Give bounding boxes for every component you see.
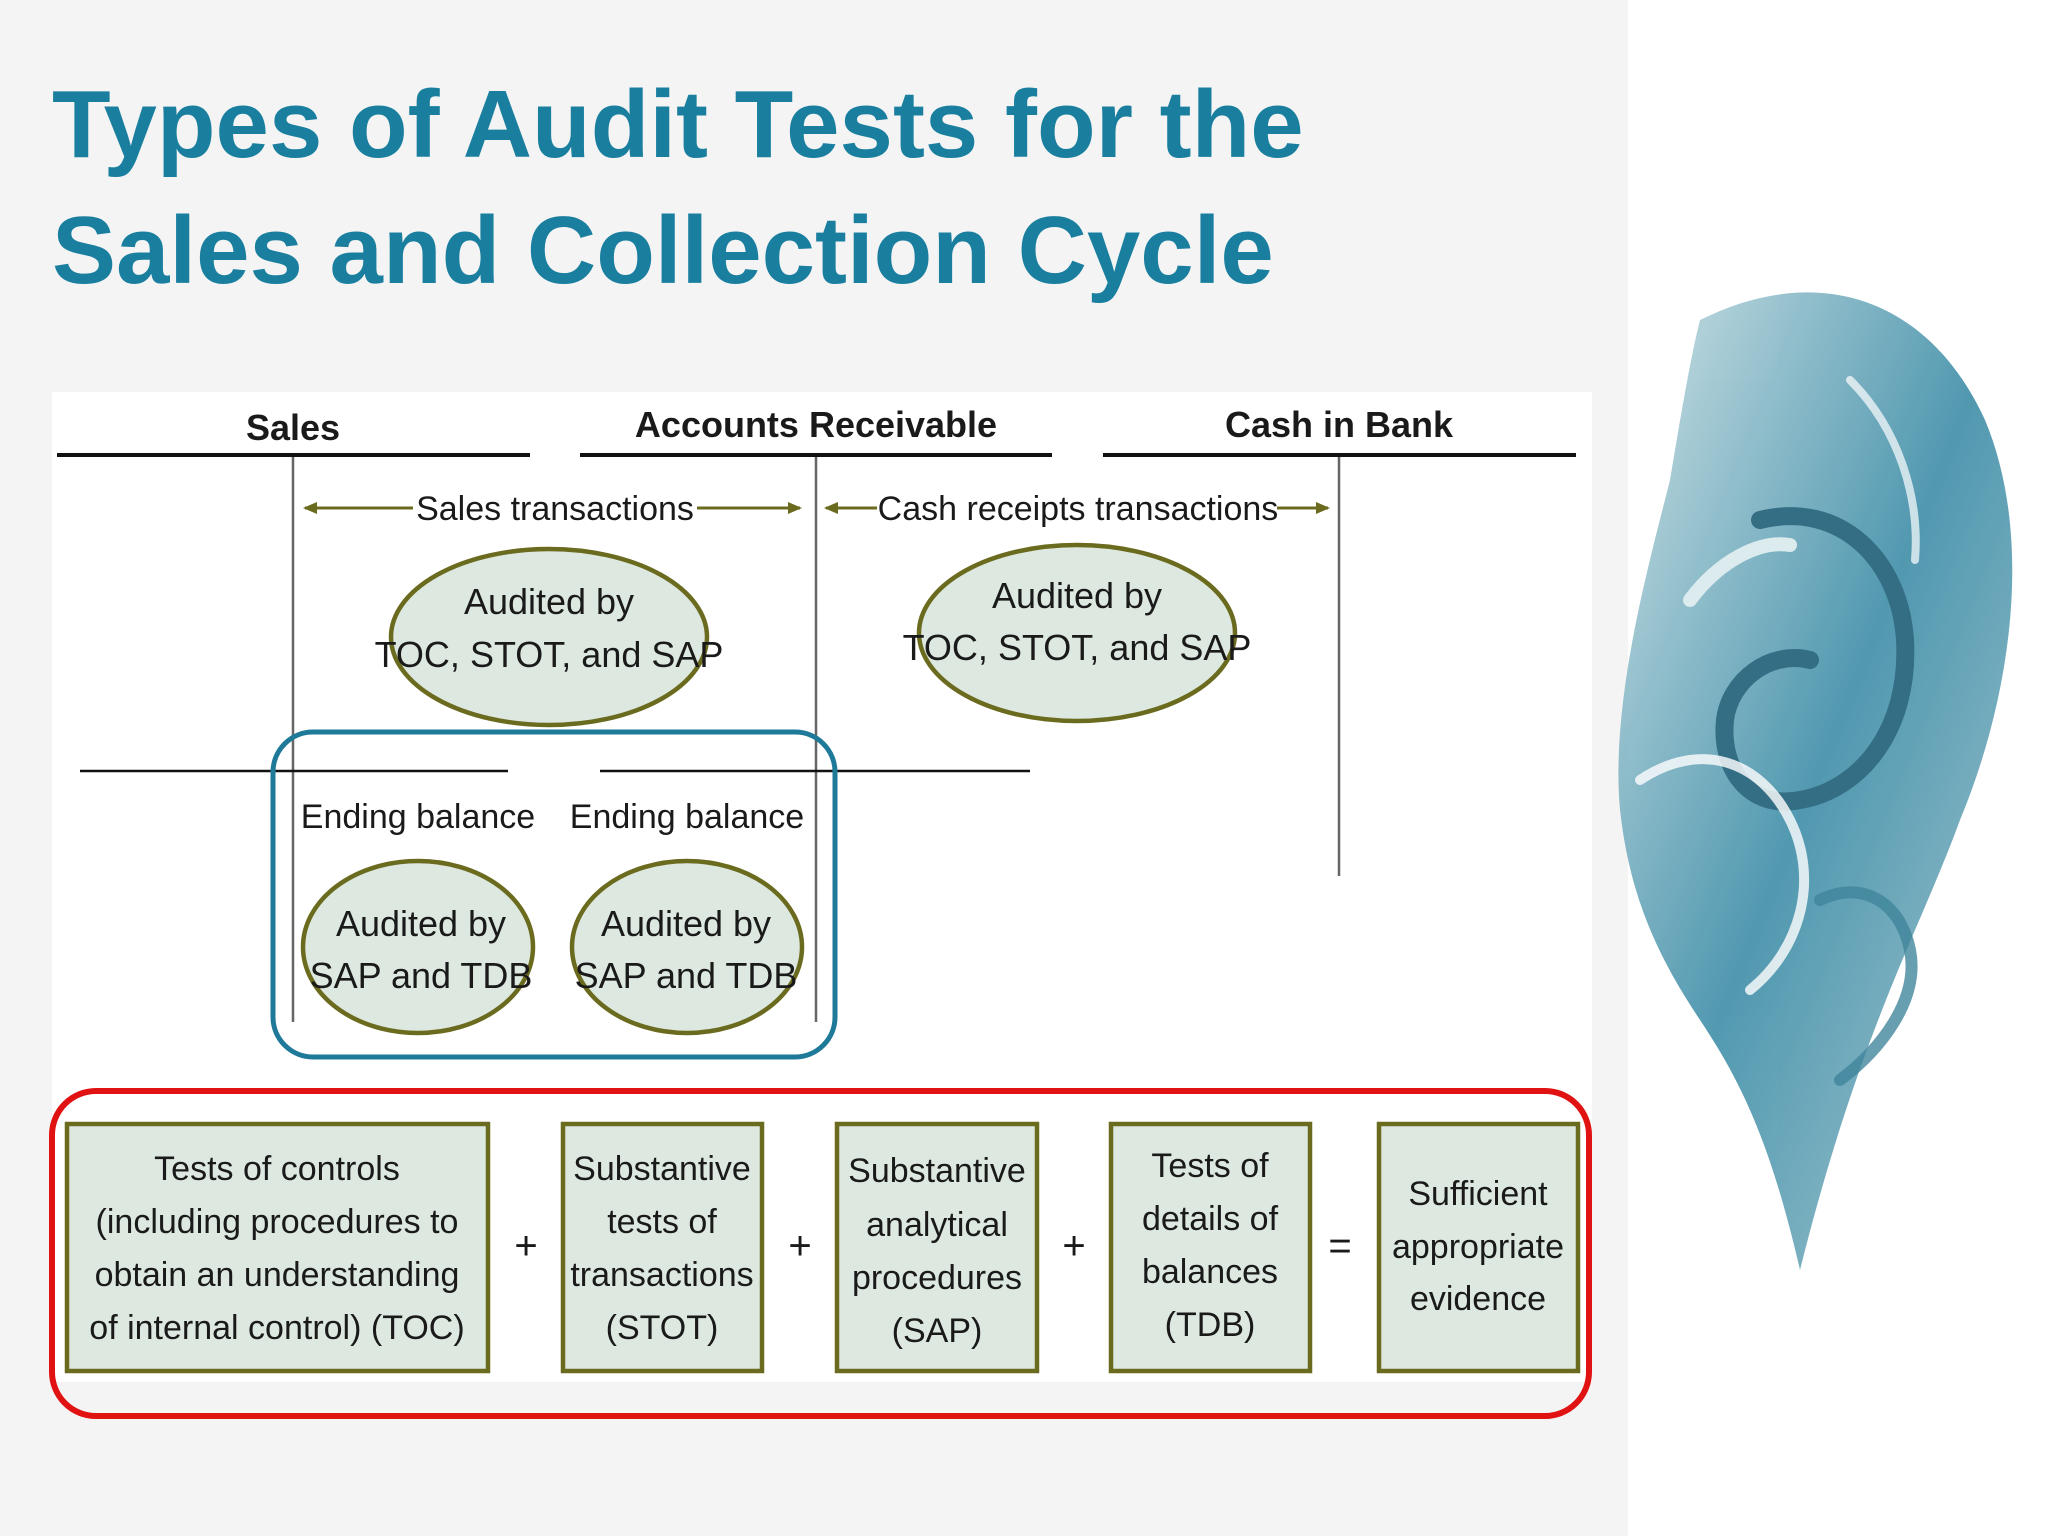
ending-balance-label-2: Ending balance: [570, 798, 804, 836]
svg-text:Substantive: Substantive: [848, 1152, 1026, 1190]
cash-receipts-label: Cash receipts transactions: [878, 490, 1279, 528]
svg-text:tests of: tests of: [607, 1203, 717, 1241]
sales-transactions-arrow: Sales transactions: [303, 490, 802, 528]
svg-text:(including procedures to: (including procedures to: [96, 1203, 459, 1241]
svg-text:analytical: analytical: [866, 1206, 1008, 1244]
equals-operator: =: [1328, 1224, 1351, 1268]
cash-receipts-arrow: Cash receipts transactions: [824, 490, 1330, 528]
svg-text:Audited by: Audited by: [992, 575, 1162, 616]
equation-highlight: [49, 1088, 1592, 1419]
svg-text:obtain an understanding: obtain an understanding: [95, 1256, 460, 1294]
svg-text:TOC, STOT, and SAP: TOC, STOT, and SAP: [903, 627, 1252, 668]
svg-text:Audited by: Audited by: [464, 581, 634, 622]
slide-title-line-2: Sales and Collection Cycle: [52, 197, 1274, 304]
svg-text:Sufficient: Sufficient: [1408, 1175, 1548, 1213]
sap-box: Substantive analytical procedures (SAP): [834, 1121, 1040, 1374]
ending-balance-label-1: Ending balance: [301, 798, 535, 836]
evidence-box: Sufficient appropriate evidence: [1376, 1121, 1581, 1374]
svg-text:SAP and TDB: SAP and TDB: [310, 955, 533, 996]
abstract-swirl-image: [1618, 292, 2013, 1270]
svg-text:of internal control) (TOC): of internal control) (TOC): [89, 1309, 464, 1347]
slide-title: Types of Audit Tests for the Sales and C…: [52, 62, 1304, 314]
account-headers: Sales Accounts Receivable Cash in Bank: [57, 404, 1576, 457]
svg-text:procedures: procedures: [852, 1259, 1022, 1297]
svg-text:evidence: evidence: [1410, 1280, 1546, 1318]
svg-text:Audited by: Audited by: [336, 903, 506, 944]
svg-text:details of: details of: [1142, 1200, 1279, 1238]
cash-receipts-oval: Audited by TOC, STOT, and SAP: [903, 542, 1252, 724]
cash-in-bank-title: Cash in Bank: [1225, 404, 1454, 445]
svg-text:(STOT): (STOT): [606, 1309, 719, 1347]
svg-text:(SAP): (SAP): [892, 1312, 983, 1350]
ending-balance-oval-1: Audited by SAP and TDB: [300, 858, 536, 1036]
stot-box: Substantive tests of transactions (STOT): [560, 1121, 765, 1374]
sales-transactions-oval: Audited by TOC, STOT, and SAP: [375, 546, 724, 728]
slide-title-line-1: Types of Audit Tests for the: [52, 71, 1304, 178]
svg-text:appropriate: appropriate: [1392, 1228, 1564, 1266]
svg-text:(TDB): (TDB): [1165, 1306, 1256, 1344]
svg-text:balances: balances: [1142, 1253, 1278, 1291]
svg-text:Tests of: Tests of: [1151, 1147, 1269, 1185]
svg-text:TOC, STOT, and SAP: TOC, STOT, and SAP: [375, 634, 724, 675]
ending-balance-highlight: [270, 729, 838, 1060]
svg-text:SAP and TDB: SAP and TDB: [575, 955, 798, 996]
svg-text:Substantive: Substantive: [573, 1150, 751, 1188]
plus-operator-1: +: [514, 1224, 537, 1268]
equation-row: Tests of controls (including procedures …: [64, 1121, 1581, 1374]
plus-operator-2: +: [788, 1224, 811, 1268]
tdb-box: Tests of details of balances (TDB): [1108, 1121, 1313, 1374]
sales-account-title: Sales: [246, 407, 340, 448]
accounts-receivable-title: Accounts Receivable: [635, 404, 997, 445]
svg-text:Audited by: Audited by: [601, 903, 771, 944]
ending-balance-oval-2: Audited by SAP and TDB: [569, 858, 805, 1036]
toc-box: Tests of controls (including procedures …: [64, 1121, 491, 1374]
svg-text:Tests of controls: Tests of controls: [154, 1150, 400, 1188]
sales-transactions-label: Sales transactions: [416, 490, 694, 528]
svg-text:transactions: transactions: [570, 1256, 753, 1294]
plus-operator-3: +: [1062, 1224, 1085, 1268]
